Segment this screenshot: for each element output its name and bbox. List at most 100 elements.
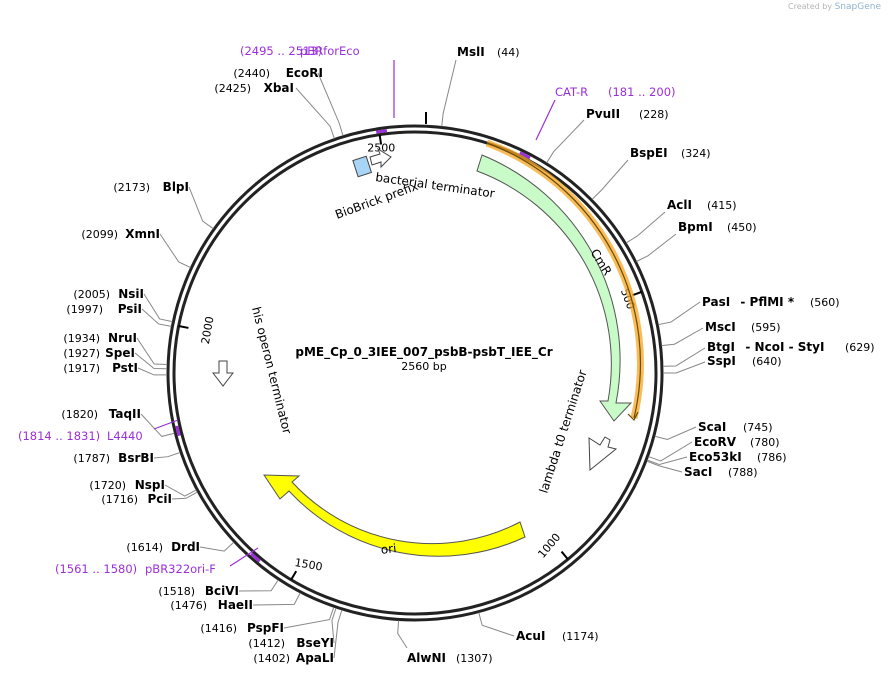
enzyme-label[interactable]: Eco53kI <box>689 450 742 464</box>
enzyme-label[interactable]: DrdI <box>171 540 200 554</box>
enzyme-position: (745) <box>743 421 773 434</box>
enzyme-label[interactable]: BspEI <box>630 146 668 160</box>
tick-label: 1500 <box>294 556 324 574</box>
enzyme-position: (1614) <box>126 541 163 554</box>
enzyme-position: (1917) <box>63 362 100 375</box>
enzyme-position: (1402) <box>253 652 290 665</box>
site-leader-line <box>164 484 197 497</box>
enzyme-label[interactable]: PvuII <box>586 107 620 121</box>
site-leader-line <box>441 59 457 127</box>
enzyme-label[interactable]: AclI <box>667 198 692 212</box>
enzyme-label[interactable]: PspFI <box>247 621 284 635</box>
primer-range: (181 .. 200) <box>608 85 676 99</box>
enzyme-label[interactable]: ScaI <box>698 420 726 434</box>
enzyme-label[interactable]: BsrBI <box>118 451 154 465</box>
primer-name[interactable]: CAT-R <box>555 85 588 99</box>
site-leader-line <box>140 413 175 437</box>
enzyme-label[interactable]: XbaI <box>264 81 294 95</box>
enzyme-label[interactable]: XmnI <box>125 227 160 241</box>
site-leader-line <box>658 301 701 326</box>
enzyme-position: (2005) <box>73 288 110 301</box>
primer-range: (1814 .. 1831) <box>18 429 100 443</box>
enzyme-label[interactable]: BpmI <box>678 220 713 234</box>
site-leader-line <box>625 211 666 244</box>
enzyme-label[interactable]: SacI <box>684 465 712 479</box>
site-leader-line <box>646 460 683 473</box>
enzyme-label[interactable]: BseYI <box>296 636 334 650</box>
site-leader-line <box>661 327 704 347</box>
enzyme-position: (1307) <box>456 652 493 665</box>
enzyme-label[interactable]: MslI <box>457 45 485 59</box>
enzyme-position: (780) <box>750 436 780 449</box>
site-leader-line <box>134 352 168 370</box>
enzyme-label[interactable]: AlwNI <box>407 651 446 665</box>
enzyme-label[interactable]: EcoRI <box>286 66 323 80</box>
enzyme-position: (560) <box>810 296 840 309</box>
restriction-sites: MslI(44)PvuII(228)BspEI(324)AclI(415)Bpm… <box>61 45 874 665</box>
enzyme-position: (1997) <box>66 303 103 316</box>
enzyme-label[interactable]: PsiI <box>118 302 142 316</box>
site-leader-line <box>188 186 214 230</box>
enzyme-label[interactable]: BciVI <box>205 584 239 598</box>
enzyme-label[interactable]: SpeI <box>105 346 135 360</box>
feature-label-biobrick-prefix: BioBrick prefix <box>333 179 420 222</box>
cmr-feature-arrow <box>476 154 633 422</box>
site-leader-line <box>654 426 697 441</box>
enzyme-label[interactable]: MscI <box>705 320 736 334</box>
enzyme-position: (2425) <box>214 82 251 95</box>
site-leader-line <box>171 491 198 500</box>
enzyme-position: (2099) <box>81 228 118 241</box>
site-leader-line <box>283 607 335 629</box>
primer-range: (2495 .. 2513) <box>240 44 322 58</box>
lambda-terminator-arrow <box>588 436 618 472</box>
enzyme-label[interactable]: TaqII <box>109 407 141 421</box>
enzyme-label[interactable]: NspI <box>135 478 165 492</box>
primer-name[interactable]: L4440 <box>107 429 143 443</box>
enzyme-position: (1518) <box>158 585 195 598</box>
snapgene-logo-text: SnapGene <box>834 2 881 12</box>
enzyme-label[interactable]: PciI <box>148 492 173 506</box>
site-leader-line <box>647 456 688 466</box>
enzyme-label[interactable]: BlpI <box>163 180 189 194</box>
enzyme-label[interactable]: HaeII <box>218 598 253 612</box>
enzyme-label[interactable]: PasI <box>702 295 730 309</box>
feature-label-his-terminator: his operon terminator <box>249 305 294 435</box>
site-leader-line <box>153 452 181 459</box>
enzyme-position: (1416) <box>200 622 237 635</box>
enzyme-label[interactable]: PstI <box>112 361 138 375</box>
snapgene-credit: Created by SnapGene <box>788 2 881 12</box>
enzyme-position: (786) <box>757 451 787 464</box>
enzyme-position: (788) <box>728 466 758 479</box>
cmr-orf-line <box>486 142 641 419</box>
enzyme-label[interactable]: NruI <box>108 331 137 345</box>
enzyme-position: (1720) <box>89 479 126 492</box>
enzyme-position: (1787) <box>73 452 110 465</box>
site-leader-line <box>295 87 335 139</box>
primer-binding-mark <box>175 425 181 437</box>
ori-feature-arrow <box>263 474 526 557</box>
primer-name[interactable]: pBRforEco <box>300 44 360 58</box>
primer-binding-mark <box>376 129 388 134</box>
site-leader-line <box>662 347 706 367</box>
cmr-orf-arrowhead <box>627 411 639 422</box>
enzyme-label[interactable]: ApaLI <box>296 651 334 665</box>
enzyme-label-extra: - NcoI - StyI <box>745 340 824 354</box>
enzyme-label[interactable]: EcoRV <box>694 435 737 449</box>
biobrick-prefix-glyph <box>352 155 373 178</box>
primer-binding-mark <box>519 151 531 160</box>
tick-mark <box>290 570 298 581</box>
enzyme-position: (450) <box>727 221 757 234</box>
primer-name[interactable]: pBR322ori-F <box>145 562 216 576</box>
enzyme-label[interactable]: SspI <box>707 354 736 368</box>
bacterial-terminator-arrow <box>369 147 392 169</box>
tick-mark <box>178 325 189 329</box>
enzyme-label[interactable]: BtgI <box>707 340 735 354</box>
enzyme-position: (640) <box>752 355 782 368</box>
enzyme-position: (1412) <box>248 637 285 650</box>
enzyme-label[interactable]: NsiI <box>118 287 144 301</box>
enzyme-label[interactable]: AcuI <box>516 629 545 643</box>
site-leader-line <box>648 441 693 462</box>
plasmid-length: 2560 bp <box>401 360 446 373</box>
site-leader-line <box>143 293 173 323</box>
